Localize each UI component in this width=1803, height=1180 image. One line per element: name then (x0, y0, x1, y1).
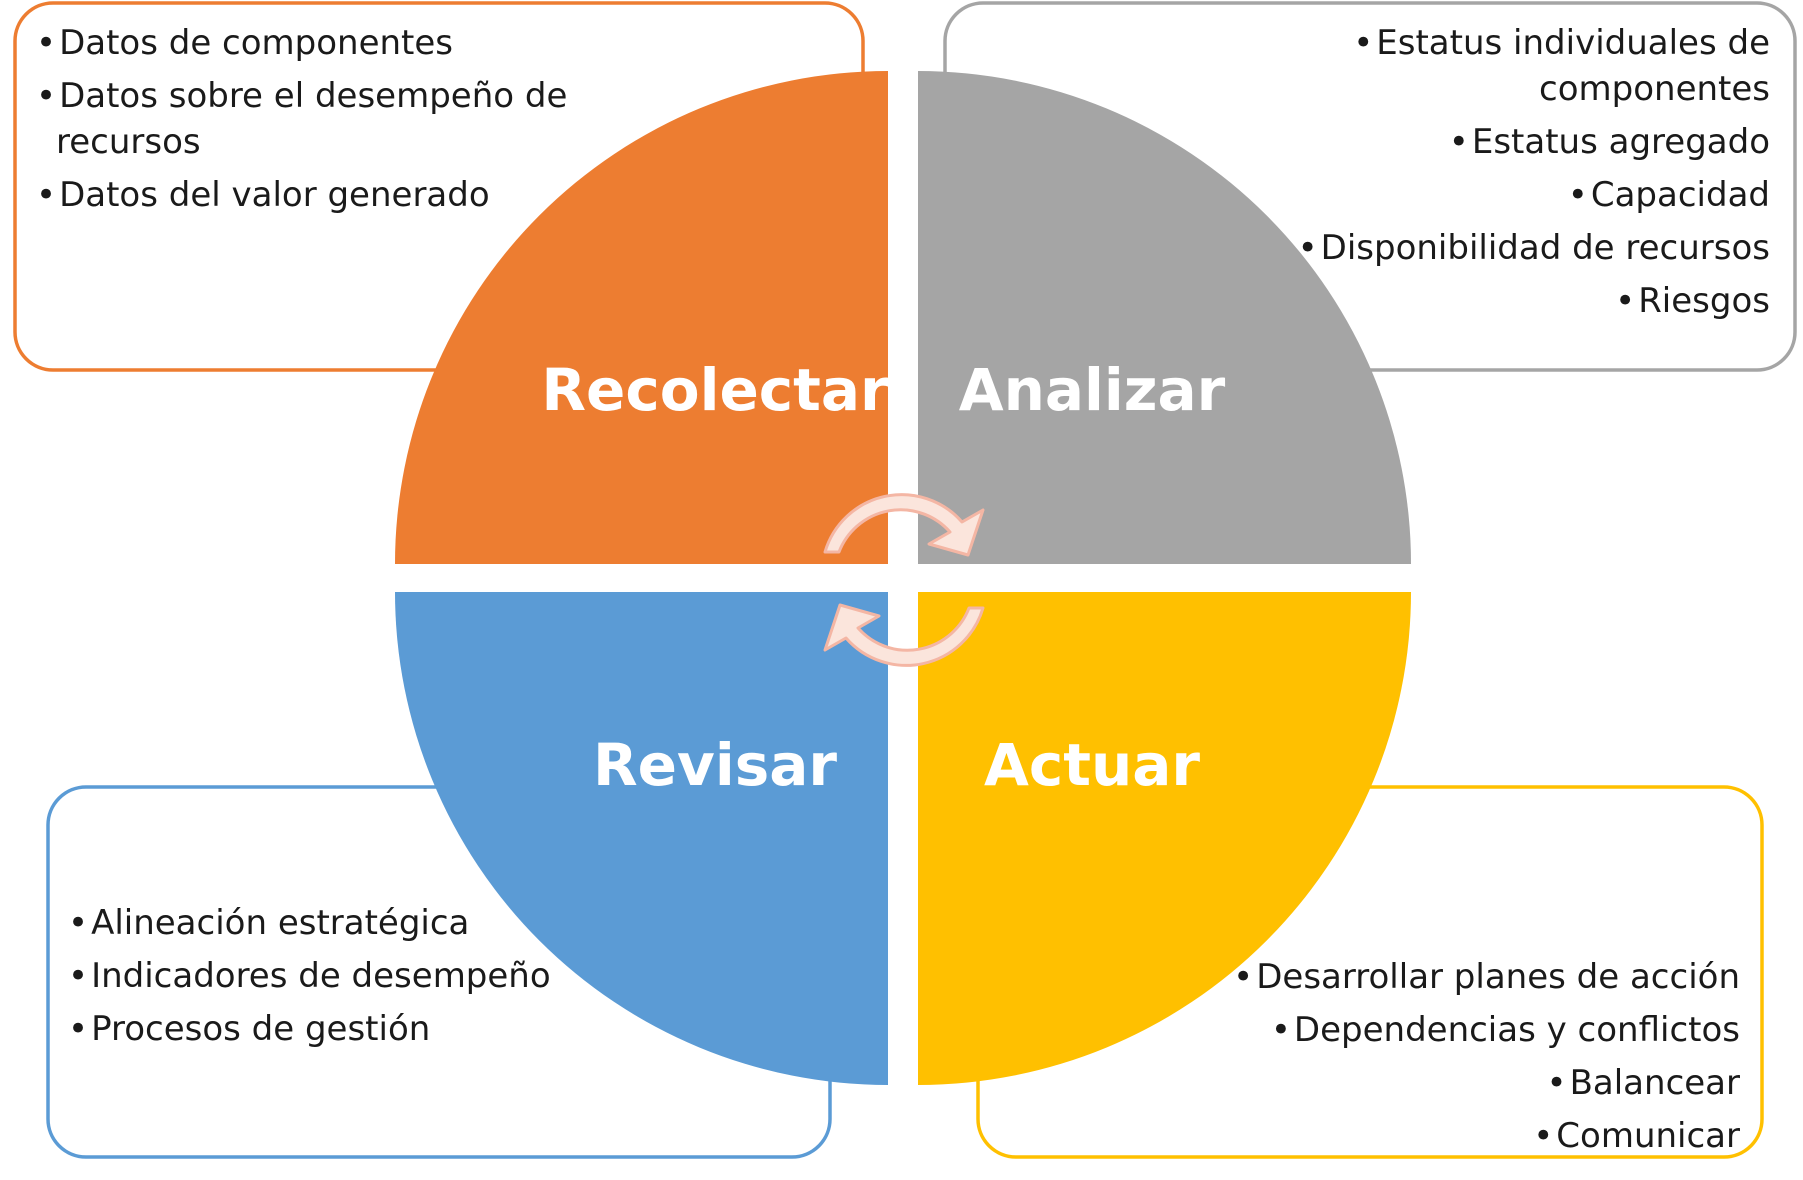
quadrant-actuar (918, 592, 1411, 1085)
list-item: •Dependencias y conflictos (1270, 1010, 1740, 1050)
circular-arrow-top-icon (823, 493, 985, 557)
list-item: •Datos del valor generado (36, 175, 490, 215)
list-item: •Datos de componentes (36, 23, 454, 63)
quadrant-analizar (918, 71, 1411, 564)
label-recolectar: Recolectar (541, 356, 889, 424)
list-item: •Estatus individuales de componentes (1353, 23, 1770, 109)
label-actuar: Actuar (984, 731, 1200, 799)
label-analizar: Analizar (959, 356, 1226, 424)
circular-arrow-bottom-icon (823, 603, 985, 667)
list-item: •Estatus agregado (1448, 122, 1770, 162)
quadrant-revisar (395, 592, 888, 1085)
list-item: •Procesos de gestión (68, 1009, 431, 1049)
list-item: •Indicadores de desempeño (68, 956, 551, 996)
quadrant-recolectar (395, 71, 888, 564)
list-item: •Balancear (1546, 1063, 1740, 1103)
list-recolectar: •Datos de componentes •Datos sobre el de… (36, 20, 596, 225)
label-revisar: Revisar (593, 731, 837, 799)
list-item: •Disponibilidad de recursos (1297, 228, 1770, 268)
list-actuar: •Desarrollar planes de acción •Dependenc… (1180, 954, 1740, 1166)
list-analizar: •Estatus individuales de componentes •Es… (1240, 20, 1770, 331)
list-item: •Desarrollar planes de acción (1233, 957, 1740, 997)
list-item: •Comunicar (1533, 1116, 1740, 1156)
list-item: •Riesgos (1615, 281, 1770, 321)
list-revisar: •Alineación estratégica •Indicadores de … (68, 900, 628, 1059)
list-item: •Capacidad (1567, 175, 1770, 215)
list-item: •Datos sobre el desempeño de recursos (36, 76, 568, 162)
list-item: •Alineación estratégica (68, 903, 470, 943)
